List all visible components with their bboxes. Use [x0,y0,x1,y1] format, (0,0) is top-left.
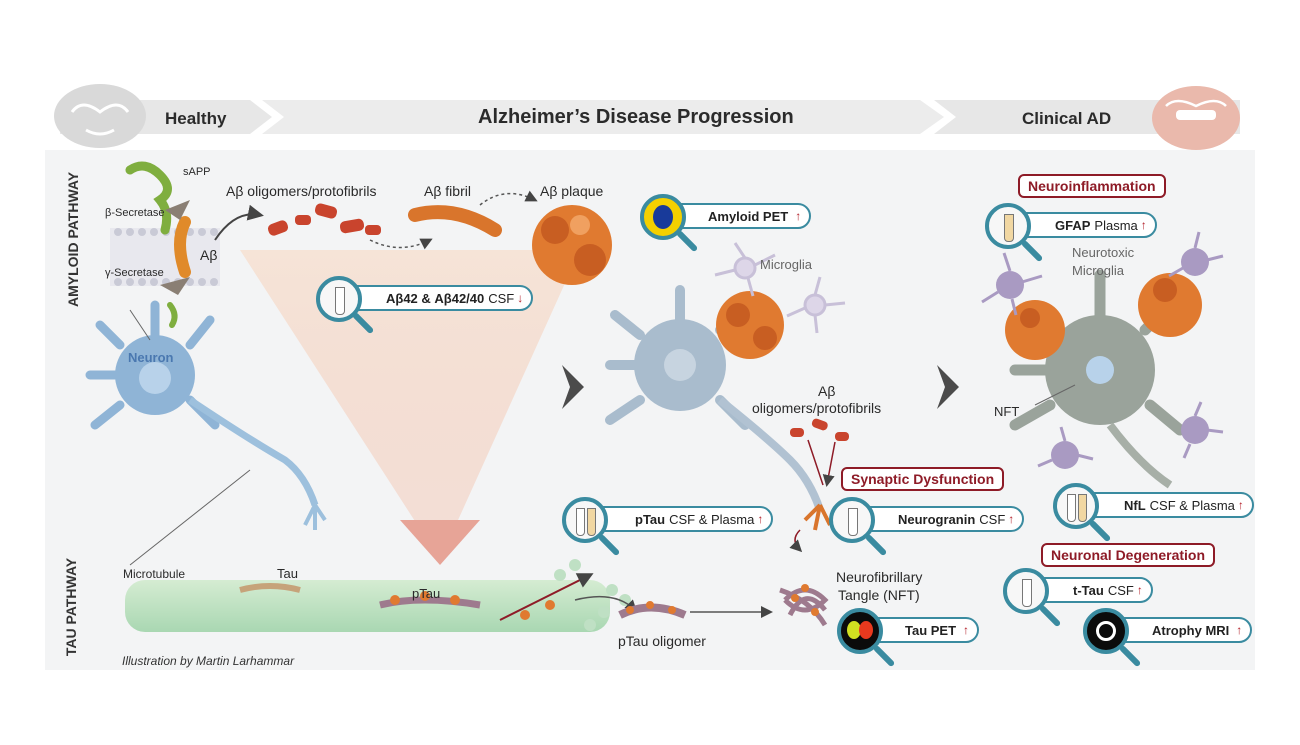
banner-progression [262,100,944,134]
neurotoxic-label-2: Microglia [1072,263,1125,278]
sapp-label: sAPP [183,166,211,178]
microtubule-label: Microtubule [123,567,186,581]
nft-short-label: NFT [994,404,1020,419]
tau-pathway-label: TAU PATHWAY [63,557,79,657]
mid-plaque [716,291,784,359]
nft-label-2: Tangle (NFT) [838,587,920,603]
increase-icon: ↑ [795,209,802,223]
abeta-peptide [174,216,191,278]
banner-title: Alzheimer’s Disease Progression [478,106,794,128]
ptau-label: pTau [412,586,441,601]
microglia-label: Microglia [760,257,813,272]
plaque-label: Aβ plaque [540,183,604,199]
increase-icon: ↑ [1237,498,1244,512]
neuroinflammation-category: Neuroinflammation [1018,174,1166,198]
csf-tube-icon [829,497,875,543]
nft-tangle [779,587,829,627]
progression-arrow-1 [562,365,584,409]
gamma-secretase-scissor [160,277,190,295]
csf-plasma-tubes-icon [562,497,608,543]
cell-membrane [110,228,220,286]
mri-scan-icon [1083,608,1129,654]
fibril-label: Aβ fibril [424,183,471,199]
beta-secretase-scissor [165,200,190,220]
microtubule-beads [554,559,631,631]
abeta-oligomers [267,203,381,236]
neurotoxic-microglia [996,248,1209,469]
synaptic-dysfunction-category: Synaptic Dysfunction [841,467,1005,491]
synapse-terminal [803,503,832,531]
cone-arrow-head [400,520,480,565]
abeta-fibril [408,205,502,237]
mid-oligomers-label-2: oligomers/protofibrils [752,400,882,416]
gamma-secretase-label: γ-Secretase [105,267,164,279]
microglia-cell [714,242,846,334]
microtubule [125,580,610,632]
ad-brain-icon [1152,86,1240,150]
tau-label: Tau [277,566,298,581]
abeta-label: Aβ [200,247,218,263]
increase-icon: ↑ [1140,218,1147,232]
banner-healthy-label: Healthy [165,109,227,128]
affected-neuron [605,285,824,512]
mid-oligomers-label-1: Aβ [818,383,836,399]
decrease-icon: ↓ [517,291,524,305]
abeta-plaque [532,205,612,285]
clinical-plaques [1005,273,1202,360]
neurotoxic-label-1: Neurotoxic [1072,245,1135,260]
healthy-brain-icon [54,84,146,148]
amyloid-tau-cone [240,250,580,560]
banner-clinical-label: Clinical AD [1022,109,1112,128]
sapp-protein [125,161,172,235]
beta-secretase-label: β-Secretase [105,207,165,219]
increase-icon: ↑ [1236,623,1243,637]
mid-oligomers [790,418,849,441]
ptau-oligomer-label: pTau oligomer [618,633,706,649]
nft-label-1: Neurofibrillary [836,569,923,585]
increase-icon: ↑ [963,623,970,637]
healthy-neuron [85,300,327,530]
increase-icon: ↑ [1008,512,1015,526]
progression-arrow-2 [937,365,959,409]
amyloid-pathway-label: AMYLOID PATHWAY [65,171,81,307]
illustration-credit: Illustration by Martin Larhammar [122,654,295,668]
neuronal-degeneration-category: Neuronal Degeneration [1041,543,1216,567]
neuron-label: Neuron [128,350,174,365]
increase-icon: ↑ [1136,583,1143,597]
tau-protein [239,583,301,593]
increase-icon: ↑ [757,512,764,526]
oligomers-label: Aβ oligomers/protofibrils [226,183,377,199]
